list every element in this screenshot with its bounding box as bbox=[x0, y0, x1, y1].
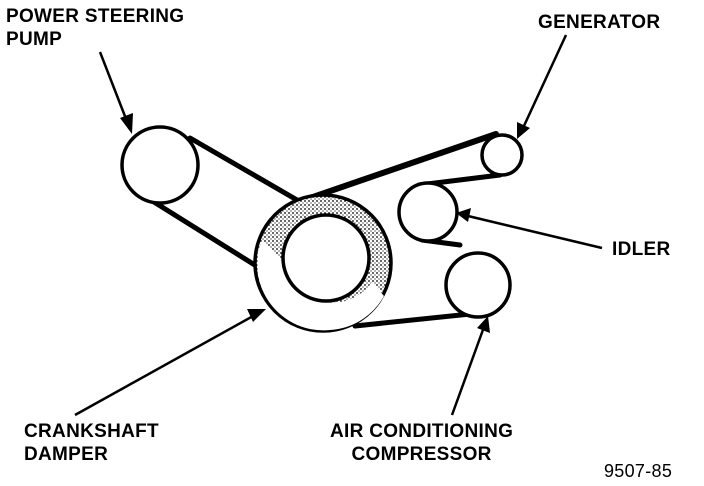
leader-arrows bbox=[74, 34, 603, 417]
belt-crank-to-generator bbox=[307, 131, 499, 201]
ac-compressor-pulley bbox=[444, 251, 512, 319]
arrow-idler bbox=[456, 208, 603, 250]
idler-label: IDLER bbox=[612, 239, 671, 260]
power-steering-pump-label-line2: PUMP bbox=[6, 29, 63, 50]
figure-code: 9507-85 bbox=[604, 461, 673, 481]
power-steering-pump-label-line1: POWER STEERING bbox=[6, 6, 185, 27]
arrow-crankshaft bbox=[74, 309, 266, 417]
generator-pulley bbox=[480, 133, 524, 177]
crankshaft-damper-label-line2: DAMPER bbox=[24, 444, 109, 465]
crankshaft-damper-label-line1: CRANKSHAFT bbox=[24, 421, 159, 442]
ac-compressor-label: AIR CONDITIONING COMPRESSOR bbox=[330, 420, 513, 466]
crankshaft-damper-highlight bbox=[257, 240, 384, 331]
power-steering-pump-pulley bbox=[120, 125, 200, 205]
crankshaft-damper-inner bbox=[281, 213, 371, 303]
ac-compressor-label-line1: AIR CONDITIONING bbox=[330, 421, 514, 442]
idler-pulley bbox=[397, 181, 459, 243]
generator-label: GENERATOR bbox=[538, 12, 661, 33]
crankshaft-damper-label: CRANKSHAFT DAMPER bbox=[24, 420, 159, 466]
crankshaft-damper-pulley bbox=[253, 193, 393, 333]
arrow-power-steering bbox=[98, 51, 133, 134]
belt-ac-to-crank bbox=[352, 310, 483, 329]
ac-compressor-label-line2: COMPRESSOR bbox=[351, 444, 492, 465]
power-steering-pump-label: POWER STEERING PUMP bbox=[6, 5, 184, 51]
arrow-generator bbox=[517, 34, 568, 139]
arrow-ac-compressor bbox=[450, 316, 490, 416]
